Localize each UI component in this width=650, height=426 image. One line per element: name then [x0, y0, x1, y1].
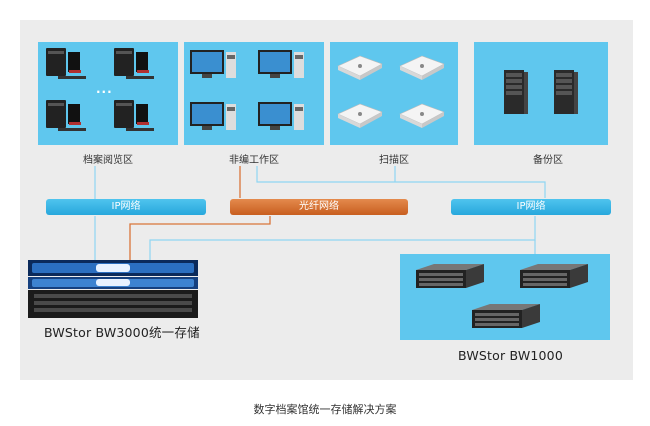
reading-zone: ...	[38, 42, 178, 145]
fiber-network-bar: 光纤网络	[230, 199, 408, 215]
figure-caption: 数字档案馆统一存储解决方案	[253, 403, 397, 416]
scanner-icon	[337, 55, 445, 128]
bw1000-label: BWStor BW1000	[458, 348, 563, 363]
zone-label-reading: 档案阅览区	[83, 155, 133, 166]
zone-label-backup: 备份区	[533, 155, 563, 166]
editing-zone	[184, 42, 324, 145]
bw3000-storage-icon	[28, 260, 198, 318]
zone-label-scanning: 扫描区	[379, 155, 409, 166]
bw1000-storage-panel	[400, 254, 610, 340]
workstation-icon	[190, 50, 304, 130]
ip-network-left-bar: IP网络	[46, 199, 206, 215]
rack-server-icon	[416, 264, 588, 328]
server-tower-icon	[504, 70, 578, 114]
ellipsis: ...	[96, 82, 113, 96]
ip-network-right-bar: IP网络	[451, 199, 611, 215]
zone-label-editing: 非编工作区	[229, 155, 279, 166]
bw3000-label: BWStor BW3000统一存储	[44, 325, 200, 340]
scanning-zone	[330, 42, 458, 145]
backup-zone	[474, 42, 608, 145]
desktop-tower-icon	[46, 48, 154, 131]
